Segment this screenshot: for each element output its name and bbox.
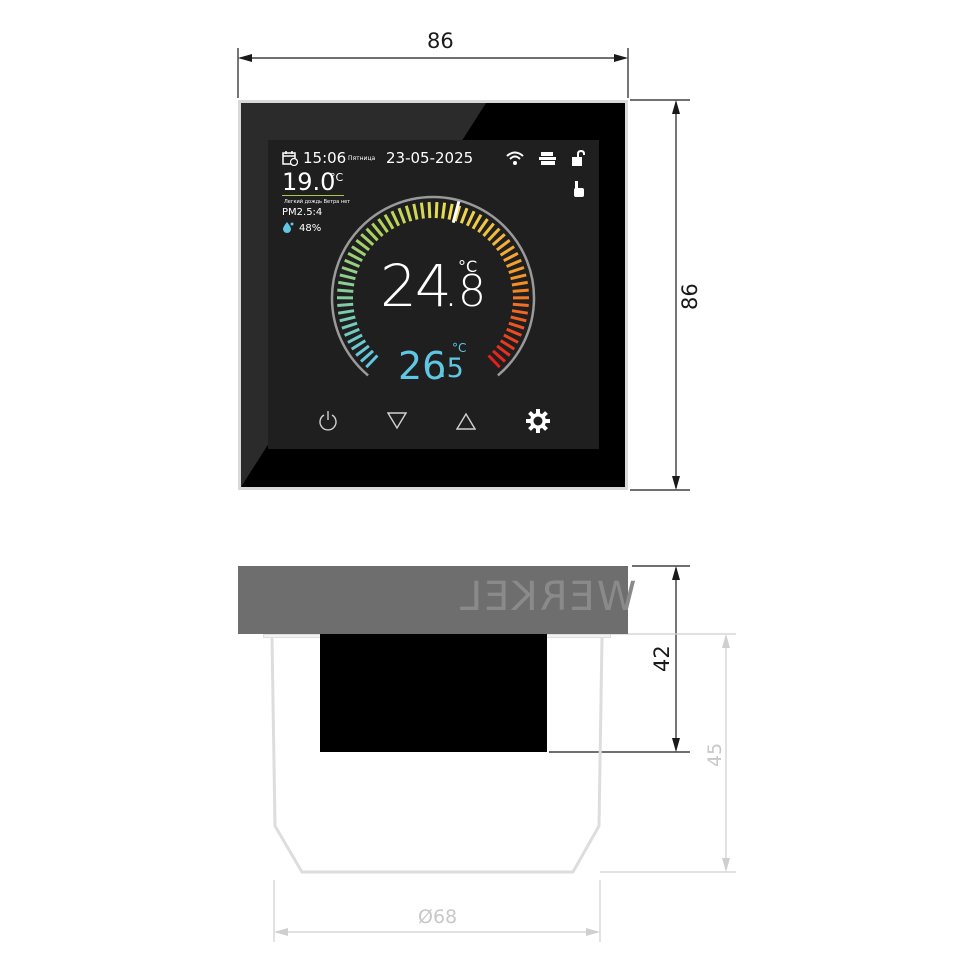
date: 23-05-2025 (386, 149, 474, 167)
dial-tick (492, 349, 506, 363)
dial-tick (419, 202, 425, 219)
dial-tick (465, 210, 476, 227)
dial-tick (482, 222, 495, 237)
diameter-label: Ø68 (418, 906, 458, 928)
dial-tick (477, 218, 489, 233)
dial-tick (397, 207, 407, 224)
dial-tick (365, 227, 379, 242)
dial-set-marker (451, 201, 461, 224)
dial-tick (495, 239, 511, 252)
dial-tick (511, 280, 528, 287)
dial-tick (510, 315, 527, 323)
touch-icon (574, 181, 584, 197)
front-width-label: 86 (427, 29, 454, 53)
dial-tick (510, 273, 527, 281)
dial-tick (508, 321, 525, 330)
set-temp-integer: 26 (398, 344, 447, 388)
dial-tick (350, 339, 367, 351)
power-icon[interactable] (317, 410, 339, 432)
dial-tick (499, 339, 516, 351)
depth-label: 42 (650, 645, 674, 672)
calendar-clock-icon (282, 151, 298, 166)
humidity-reading: 48% (299, 223, 322, 234)
brand-mark: WERKEL (458, 574, 637, 620)
dial-tick (508, 266, 525, 275)
thermostat-side-profile (238, 566, 628, 634)
dial-tick (499, 245, 515, 257)
dial-tick (459, 207, 469, 224)
dial-tick (344, 327, 360, 337)
dial-tick (341, 266, 358, 275)
heating-icon (539, 152, 556, 165)
dial-tick (351, 245, 367, 257)
dial-tick (360, 349, 374, 363)
dial-tick (487, 227, 501, 242)
clock-time: 15:06 (303, 149, 347, 167)
dial-tick (355, 239, 371, 252)
dial-tick (404, 205, 413, 222)
current-temp-integer: 24 (380, 252, 452, 320)
current-temp-unit: °C (458, 257, 478, 276)
up-arrow-icon[interactable] (456, 412, 476, 430)
dial-tick (383, 214, 395, 230)
dial-tick (347, 333, 363, 344)
wifi-icon (506, 151, 524, 165)
weather-text: Легкий дождь Ветра нет (284, 199, 351, 205)
box-depth-label: 45 (704, 742, 726, 767)
weekday: Пятница (348, 155, 376, 162)
dial-tick (347, 251, 363, 263)
dial-tick (447, 203, 454, 220)
dial-tick (339, 315, 356, 323)
pm25-reading: PM2.5:4 (282, 207, 323, 218)
room-temp-underline (282, 195, 344, 196)
current-temp-decimal: .8 (444, 266, 486, 317)
dial-tick (453, 205, 462, 222)
dial-tick (337, 309, 355, 315)
dial-tick (338, 280, 355, 287)
dial-tick (487, 354, 501, 369)
dial-outer-ring (330, 195, 536, 377)
dial-tick (355, 344, 370, 357)
dial-tick (441, 202, 447, 219)
down-arrow-icon[interactable] (387, 412, 407, 430)
dial-tick (496, 344, 511, 357)
dial-tick (377, 218, 389, 233)
dial-tick (471, 214, 483, 230)
dial-tick (503, 333, 519, 344)
dial-tick (371, 222, 384, 237)
set-temp-decimal: .5 (438, 353, 464, 384)
room-temp-unit: °C (330, 171, 344, 184)
dial-tick (339, 273, 356, 281)
dial-tick (506, 258, 522, 268)
dial-tick (344, 258, 360, 268)
dial-tick (506, 327, 522, 337)
gear-icon[interactable] (526, 409, 550, 433)
dial-tick (337, 288, 354, 293)
set-temp-unit: °C (452, 341, 467, 355)
dial-tick (434, 202, 439, 219)
dial-tick (360, 233, 375, 247)
back-module (320, 634, 547, 752)
dial-tick (427, 202, 432, 219)
dial-tick (512, 302, 529, 307)
dial-tick (491, 233, 506, 247)
dial-tick (341, 321, 358, 330)
thermostat-screen: 15:06 Пятница 23-05-2025 19.0 °C Легкий … (268, 140, 599, 449)
dial-tick (337, 302, 354, 307)
dial-tick (511, 309, 529, 315)
humidity-icon (283, 222, 294, 233)
dial-tick (365, 354, 379, 369)
unlock-icon (572, 150, 585, 166)
temperature-dial (330, 195, 536, 377)
dial-tick (412, 203, 419, 220)
dial-tick (512, 288, 529, 293)
room-temp: 19.0 (282, 168, 336, 196)
dial-tick (390, 210, 401, 227)
dial-tick (503, 251, 519, 263)
